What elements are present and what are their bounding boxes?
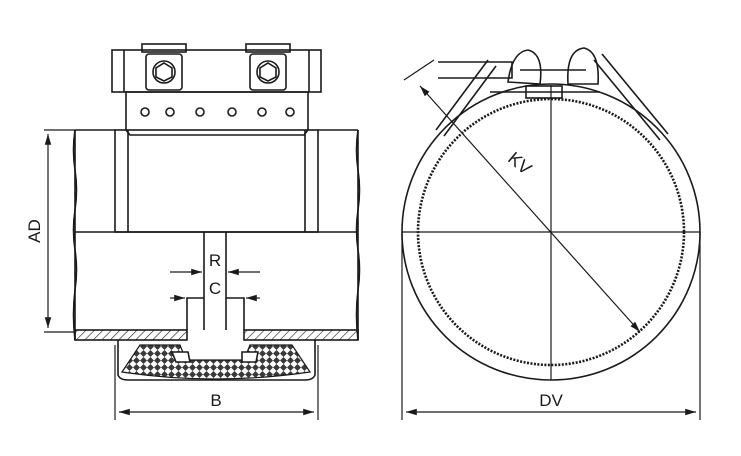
pipe-wall-hatched [74,329,359,341]
b-label: B [210,391,221,410]
bolt-holes [140,107,295,117]
dv-dimension [401,232,701,420]
seal-gasket [117,340,316,381]
gap-post [186,232,245,330]
end-view [401,47,701,420]
r-label: R [209,251,221,270]
clamp-housing [114,129,319,233]
c-label: C [209,279,221,298]
kv-label: KV [504,148,535,179]
locking-bar [111,49,322,136]
bolt-head-left [141,43,187,91]
side-view [44,43,361,420]
b-dimension [114,345,319,420]
closure-mechanism [435,47,669,141]
dv-label: DV [539,391,563,410]
ad-label: AD [25,219,44,243]
ad-dimension [44,129,75,333]
kv-diagonal [419,85,641,333]
pipe-outline [72,129,361,341]
bolt-head-right [245,43,291,91]
